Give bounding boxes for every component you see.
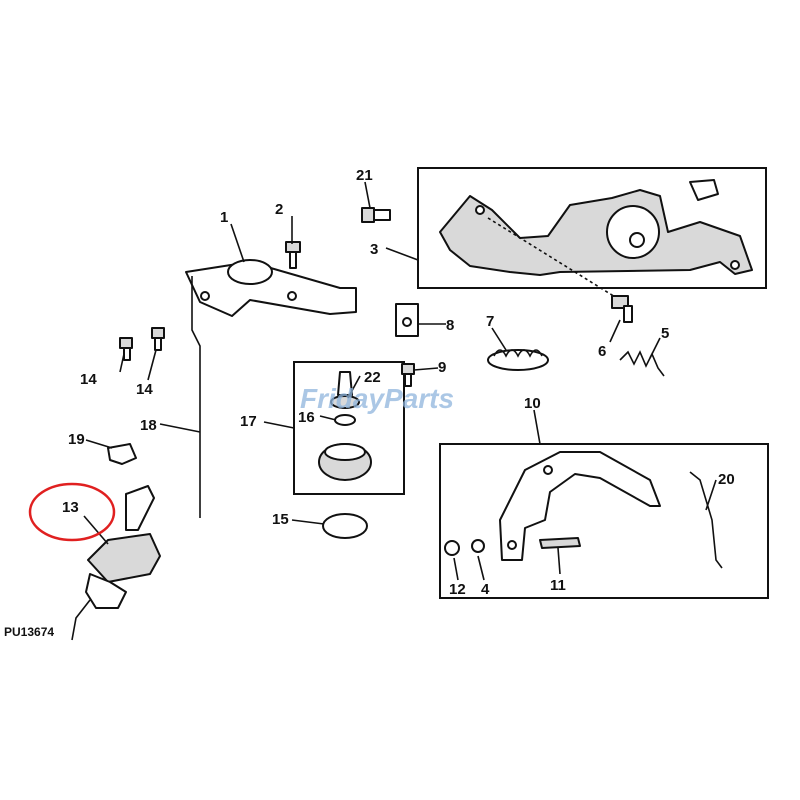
part-15-cap <box>322 513 368 539</box>
callout-5: 5 <box>661 325 669 342</box>
callout-17: 17 <box>240 413 257 430</box>
callout-10: 10 <box>524 395 541 412</box>
callout-15: 15 <box>272 511 289 528</box>
part-19-clip <box>107 443 137 465</box>
callout-7: 7 <box>486 313 494 330</box>
watermark-text: FridayParts <box>300 383 454 414</box>
part-1-plate <box>185 259 357 317</box>
part-14-bolts <box>119 327 165 361</box>
callout-9: 9 <box>438 359 446 376</box>
part-3-frame-box <box>417 167 767 301</box>
callout-21: 21 <box>356 167 373 184</box>
callout-4: 4 <box>481 581 490 598</box>
callout-20: 20 <box>718 471 735 488</box>
part-5-spring <box>619 350 665 377</box>
callout-18: 18 <box>140 417 157 434</box>
callout-3: 3 <box>370 241 378 258</box>
callout-13: 13 <box>62 499 79 516</box>
callout-19: 19 <box>68 431 85 448</box>
callout-2: 2 <box>275 201 283 218</box>
callout-22: 22 <box>364 369 381 386</box>
callout-1: 1 <box>220 209 228 226</box>
highlight-circle <box>28 482 116 542</box>
leader-lines <box>83 181 717 581</box>
part-2-bolt <box>285 241 301 269</box>
callout-16: 16 <box>298 409 315 426</box>
drawing-code: PU13674 <box>4 625 54 639</box>
callout-12: 12 <box>449 581 466 598</box>
part-6-bolt <box>611 295 633 323</box>
part-8-clip <box>395 303 419 337</box>
callout-11: 11 <box>550 577 566 594</box>
callout-6: 6 <box>598 343 606 360</box>
callout-14b: 14 <box>136 381 153 398</box>
part-18-rod <box>191 276 201 518</box>
part-13-control-lever <box>71 485 161 641</box>
part-10-bracket-box <box>439 443 769 599</box>
part-7-spring <box>487 349 549 371</box>
part-9-screw <box>401 363 415 387</box>
callout-14a: 14 <box>80 371 97 388</box>
callout-8: 8 <box>446 317 454 334</box>
part-21-fitting <box>361 207 391 223</box>
part-17-box <box>293 361 405 495</box>
